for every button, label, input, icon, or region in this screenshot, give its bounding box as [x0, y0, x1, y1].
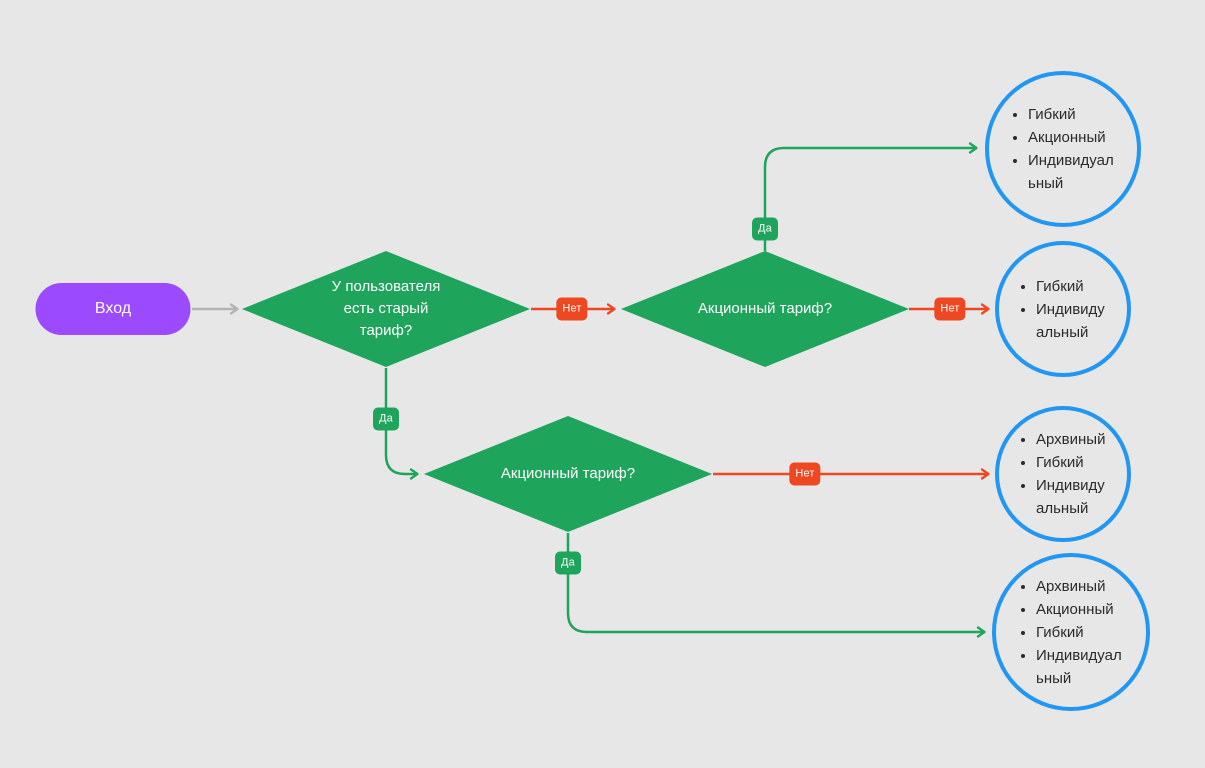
tariff-list: Архвиный Гибкий Индивидуальный [1019, 428, 1107, 520]
tariff-list: Гибкий Акционный Индивидуальный [1011, 103, 1115, 195]
tariff-list: Гибкий Индивидуальный [1019, 275, 1107, 344]
tariff-item: Индивидуальный [1028, 149, 1115, 195]
tariff-item: Акционный [1028, 126, 1115, 149]
edge-label-promo-bottom-yes[interactable]: Да [555, 551, 581, 575]
tariff-item: Гибкий [1036, 275, 1107, 298]
edge-promo-bottom-yes[interactable] [566, 533, 986, 638]
edge-promo-top-yes[interactable] [763, 142, 978, 251]
tariff-item: Индивидуальный [1036, 298, 1107, 344]
edge-label-old-tariff-no[interactable]: Нет [556, 297, 588, 321]
start-label: Вход [94, 300, 132, 317]
outcome-circle-1[interactable]: Гибкий Акционный Индивидуальный [985, 71, 1141, 227]
tariff-item: Гибкий [1036, 621, 1123, 644]
tariff-item: Архвиный [1036, 575, 1123, 598]
start-node[interactable]: Вход [35, 283, 191, 335]
decision-promo-top[interactable]: Акционный тариф? [621, 251, 909, 367]
edge-old-tariff-yes[interactable] [384, 368, 419, 480]
decision-old-tariff[interactable]: У пользователя есть старый тариф? [242, 251, 530, 367]
tariff-item: Индивидуальный [1036, 474, 1107, 520]
edge-label-promo-bottom-no[interactable]: Нет [789, 462, 821, 486]
tariff-item: Гибкий [1036, 451, 1107, 474]
outcome-circle-3[interactable]: Архвиный Гибкий Индивидуальный [995, 406, 1131, 542]
tariff-item: Гибкий [1028, 103, 1115, 126]
decision-old-tariff-label: У пользователя есть старый тариф? [331, 278, 441, 339]
tariff-list: Архвиный Акционный Гибкий Индивидуальный [1019, 575, 1123, 690]
tariff-item: Индивидуальный [1036, 644, 1123, 690]
decision-promo-bottom-label: Акционный тариф? [500, 465, 636, 482]
edge-label-promo-top-no[interactable]: Нет [934, 297, 966, 321]
decision-promo-top-label: Акционный тариф? [697, 300, 833, 317]
tariff-item: Архвиный [1036, 428, 1107, 451]
outcome-circle-4[interactable]: Архвиный Акционный Гибкий Индивидуальный [992, 553, 1150, 711]
outcome-circle-2[interactable]: Гибкий Индивидуальный [995, 241, 1131, 377]
decision-promo-bottom[interactable]: Акционный тариф? [424, 416, 712, 532]
edge-label-old-tariff-yes[interactable]: Да [373, 407, 399, 431]
tariff-item: Акционный [1036, 598, 1123, 621]
edge-label-promo-top-yes[interactable]: Да [752, 217, 778, 241]
